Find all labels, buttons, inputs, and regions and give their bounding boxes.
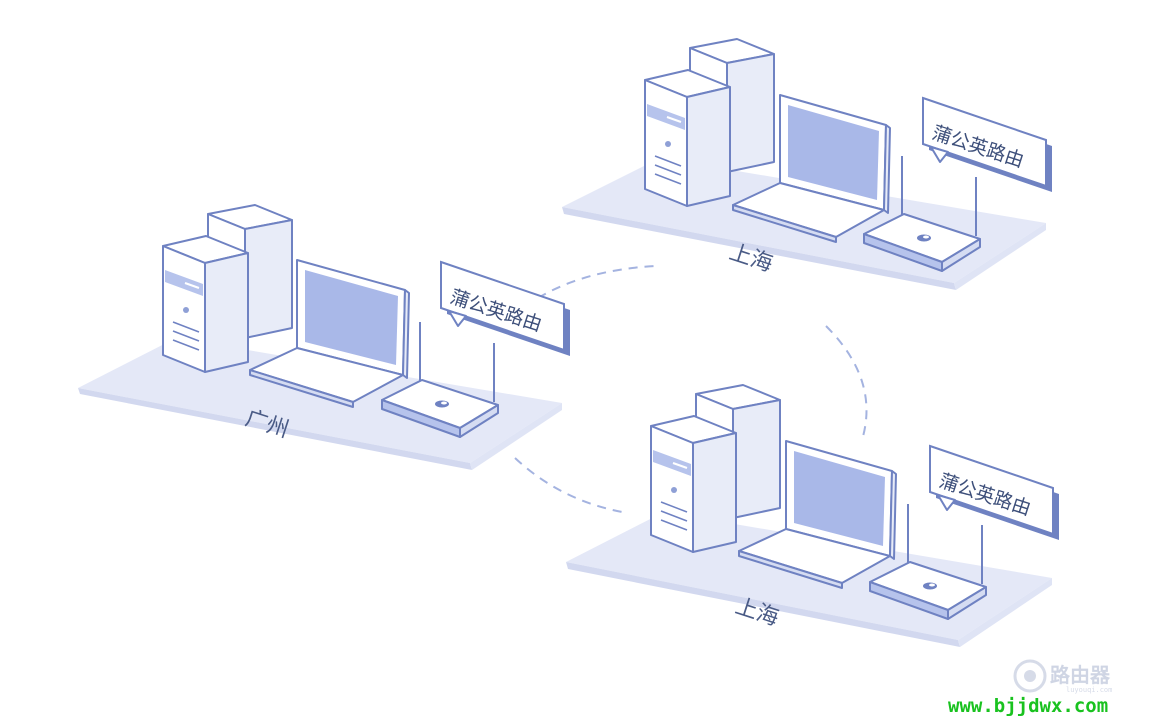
watermark-url: www.bjjdwx.com <box>948 695 1108 717</box>
router-callout: 蒲公英路由 <box>440 260 570 356</box>
router-callout: 蒲公英路由 <box>922 96 1052 192</box>
watermark-logo-icon <box>1013 659 1047 693</box>
connection-links <box>514 265 868 513</box>
site-shanghai-top: 蒲公英路由 上海 <box>562 38 1052 290</box>
watermark-brand: 路由器 <box>1050 663 1111 687</box>
site-shanghai-bottom: 蒲公英路由 上海 <box>566 384 1059 647</box>
router-callout: 蒲公英路由 <box>929 444 1059 540</box>
laptop <box>738 440 897 589</box>
router <box>381 322 499 438</box>
link-guangzhou-shanghai-bottom <box>514 457 623 513</box>
watermark-sub: luyouqi.com <box>1066 686 1112 694</box>
server-front <box>162 235 249 373</box>
laptop <box>249 259 410 408</box>
router <box>869 504 987 620</box>
router <box>863 156 981 272</box>
server-front <box>650 415 737 553</box>
site-guangzhou: 蒲公英路由 广州 <box>78 204 570 470</box>
link-shanghai-top-shanghai-bottom <box>825 325 868 441</box>
link-guangzhou-shanghai-top <box>537 265 656 299</box>
server-front <box>644 69 731 207</box>
watermark: 路由器 luyouqi.com www.bjjdwx.com <box>948 659 1112 717</box>
laptop <box>732 94 891 243</box>
